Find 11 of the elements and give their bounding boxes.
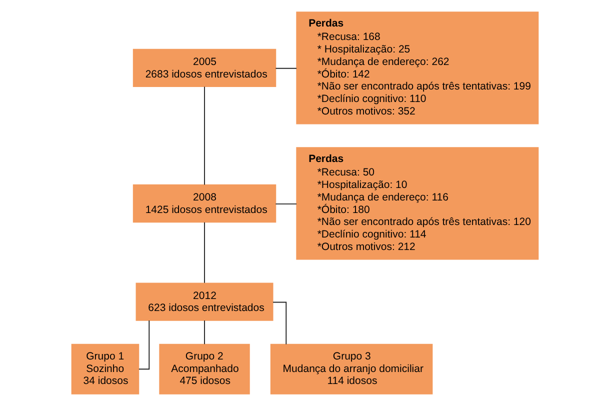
connector — [274, 203, 296, 204]
node-box: 2005 2683 idosos entrevistados — [132, 48, 276, 87]
node-box: Perdas *Recusa: 168 * Hospitalização: 25 *Mudança de endereço: 262 *Óbito: 142 *Não ser encontrado após três tentativas: 199 *Declínio cognitivo: 110 *Outros motivos: 352 — [296, 12, 538, 124]
node-box: 2012 623 idosos entrevistados — [135, 282, 273, 321]
node-box: 2008 1425 idosos entrevistados — [132, 184, 276, 223]
node-box: Grupo 1 Sozinho 34 idosos — [70, 344, 139, 394]
node-box: Grupo 2 Acompanhado 475 idosos — [158, 344, 250, 394]
node-box: Grupo 3 Mudança do arranjo domiciliar 114 idosos — [270, 344, 432, 394]
node-box: Perdas *Recusa: 50 *Hospitalização: 10 *Mudança de endereço: 116 *Óbito: 180 *Não ser encontrado após três tentativas: 120 *Declínio cognitivo: 114 *Outros motivos: 212 — [296, 147, 538, 260]
connector — [274, 68, 296, 69]
connector — [138, 320, 150, 370]
